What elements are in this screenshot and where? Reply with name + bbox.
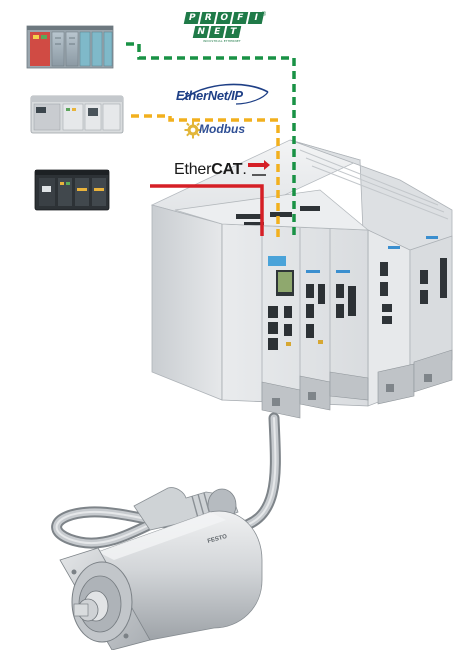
profinet-tagline: INDUSTRIAL ETHERNET (203, 39, 241, 43)
modbus-text: Modbus (199, 122, 245, 136)
profinet-link (126, 42, 296, 238)
profinet-letter-box: P (183, 12, 201, 24)
controller-3 (34, 169, 110, 211)
controller-1 (26, 25, 114, 69)
profinet-letter-box: N (192, 26, 210, 38)
profinet-registered: ® (261, 12, 266, 18)
ethercat-text: EtherCAT. (174, 161, 247, 179)
ethernetip-logo: EtherNet/IP (176, 80, 270, 108)
motor-brand: FESTO (207, 534, 228, 545)
ethercat-logo: EtherCAT. (174, 157, 270, 183)
profinet-letter-box: T (224, 26, 242, 38)
ethercat-text-regular: Ether (174, 161, 212, 178)
ethernetip-text: EtherNet/IP (176, 88, 243, 103)
controller-2 (30, 95, 124, 134)
servo-motor: FESTO (59, 487, 263, 650)
ethercat-link (150, 184, 264, 236)
ethernetip-modbus-link (131, 114, 280, 238)
profinet-letter-box: R (199, 12, 217, 24)
modbus-logo: Modbus (184, 120, 254, 140)
profinet-letter-box: E (208, 26, 226, 38)
ethercat-arrow-icon (248, 160, 270, 176)
servo-drive-system (150, 139, 453, 419)
ethercat-text-bold: CAT (211, 161, 243, 178)
ethercat-text-suffix: . (242, 161, 247, 178)
profinet-letter-box: F (231, 12, 249, 24)
modbus-gear-icon (184, 121, 202, 139)
ethernetip-swoosh-icon (181, 83, 269, 105)
profinet-letter-box: O (215, 12, 233, 24)
motor-cable (51, 412, 281, 549)
